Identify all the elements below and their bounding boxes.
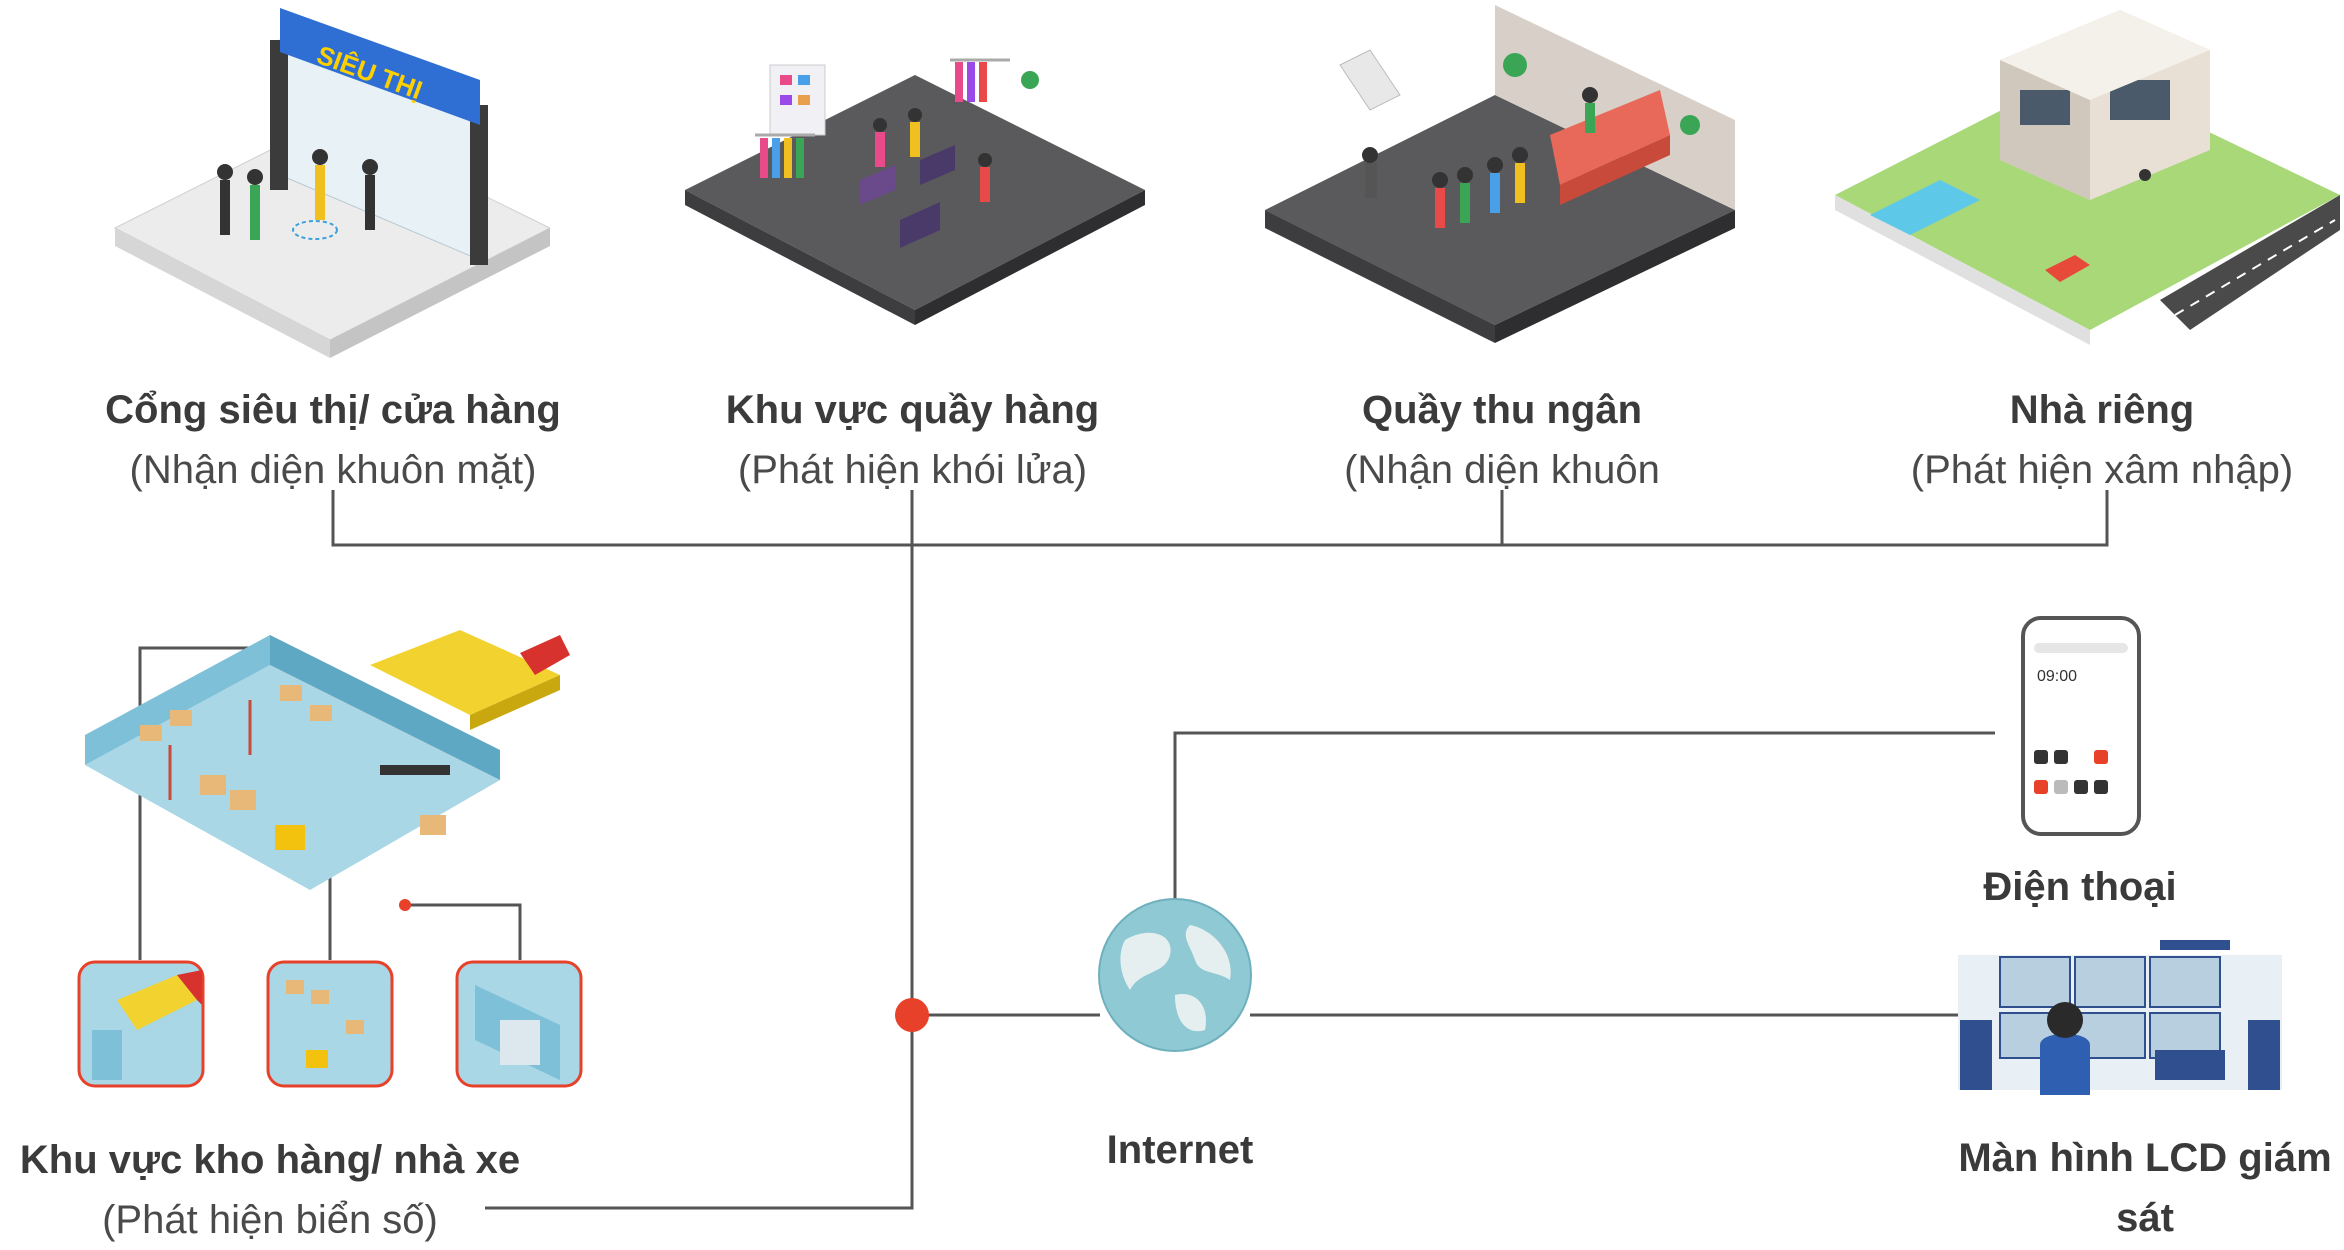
warehouse-title: Khu vực kho hàng/ nhà xe <box>19 1138 521 1182</box>
house-illustration <box>1835 10 2340 345</box>
warehouse-illustration <box>85 630 570 890</box>
junction-node <box>895 998 929 1032</box>
internet-label: Internet <box>1106 1128 1254 1172</box>
smartphone-icon: 09:00 <box>2021 616 2141 836</box>
location-subtitle: (Phát hiện khói lửa) <box>737 448 1088 492</box>
wh-line-1 <box>138 646 290 960</box>
monitoring-station-illustration <box>1958 940 2282 1095</box>
location-title: Cổng siêu thị/ cửa hàng <box>105 388 561 432</box>
cashier-illustration <box>1265 5 1735 343</box>
store-entrance-illustration: SIÊU THỊ <box>113 8 550 358</box>
location-subtitle: (Nhận diện khuôn <box>1344 448 1660 492</box>
location-label-retail: Khu vực quầy hàng (Phát hiện khói lửa) <box>665 380 1160 500</box>
warehouse-camera-thumb-1 <box>77 960 205 1088</box>
vertical-trunk <box>485 545 914 1210</box>
monitor-label: Màn hình LCD giám sát <box>1958 1136 2332 1240</box>
warehouse-subtitle: (Phát hiện biển số) <box>102 1198 438 1242</box>
retail-area-illustration <box>685 58 1145 325</box>
warehouse-camera-thumb-3 <box>455 960 583 1088</box>
wh-node-2 <box>399 899 411 911</box>
internet-globe-icon <box>1098 898 1252 1052</box>
warehouse-label: Khu vực kho hàng/ nhà xe (Phát hiện biển… <box>0 1130 540 1250</box>
location-title: Nhà riêng <box>2009 388 2195 432</box>
location-label-cashier: Quầy thu ngân (Nhận diện khuôn <box>1252 380 1752 500</box>
wh-line-3 <box>405 903 522 960</box>
top-bus-line <box>331 490 2109 547</box>
location-subtitle: (Phát hiện xâm nhập) <box>1910 448 2294 492</box>
location-title: Khu vực quầy hàng <box>725 388 1100 432</box>
phone-label: Điện thoại <box>1983 865 2177 909</box>
warehouse-camera-thumb-2 <box>266 960 394 1088</box>
location-label-store: Cổng siêu thị/ cửa hàng (Nhận diện khuôn… <box>70 380 596 500</box>
location-label-house: Nhà riêng (Phát hiện xâm nhập) <box>1860 380 2344 500</box>
phone-clock: 09:00 <box>2037 668 2077 685</box>
location-title: Quầy thu ngân <box>1362 388 1642 432</box>
location-subtitle: (Nhận diện khuôn mặt) <box>129 448 537 492</box>
internet-to-phone <box>1173 731 1995 900</box>
